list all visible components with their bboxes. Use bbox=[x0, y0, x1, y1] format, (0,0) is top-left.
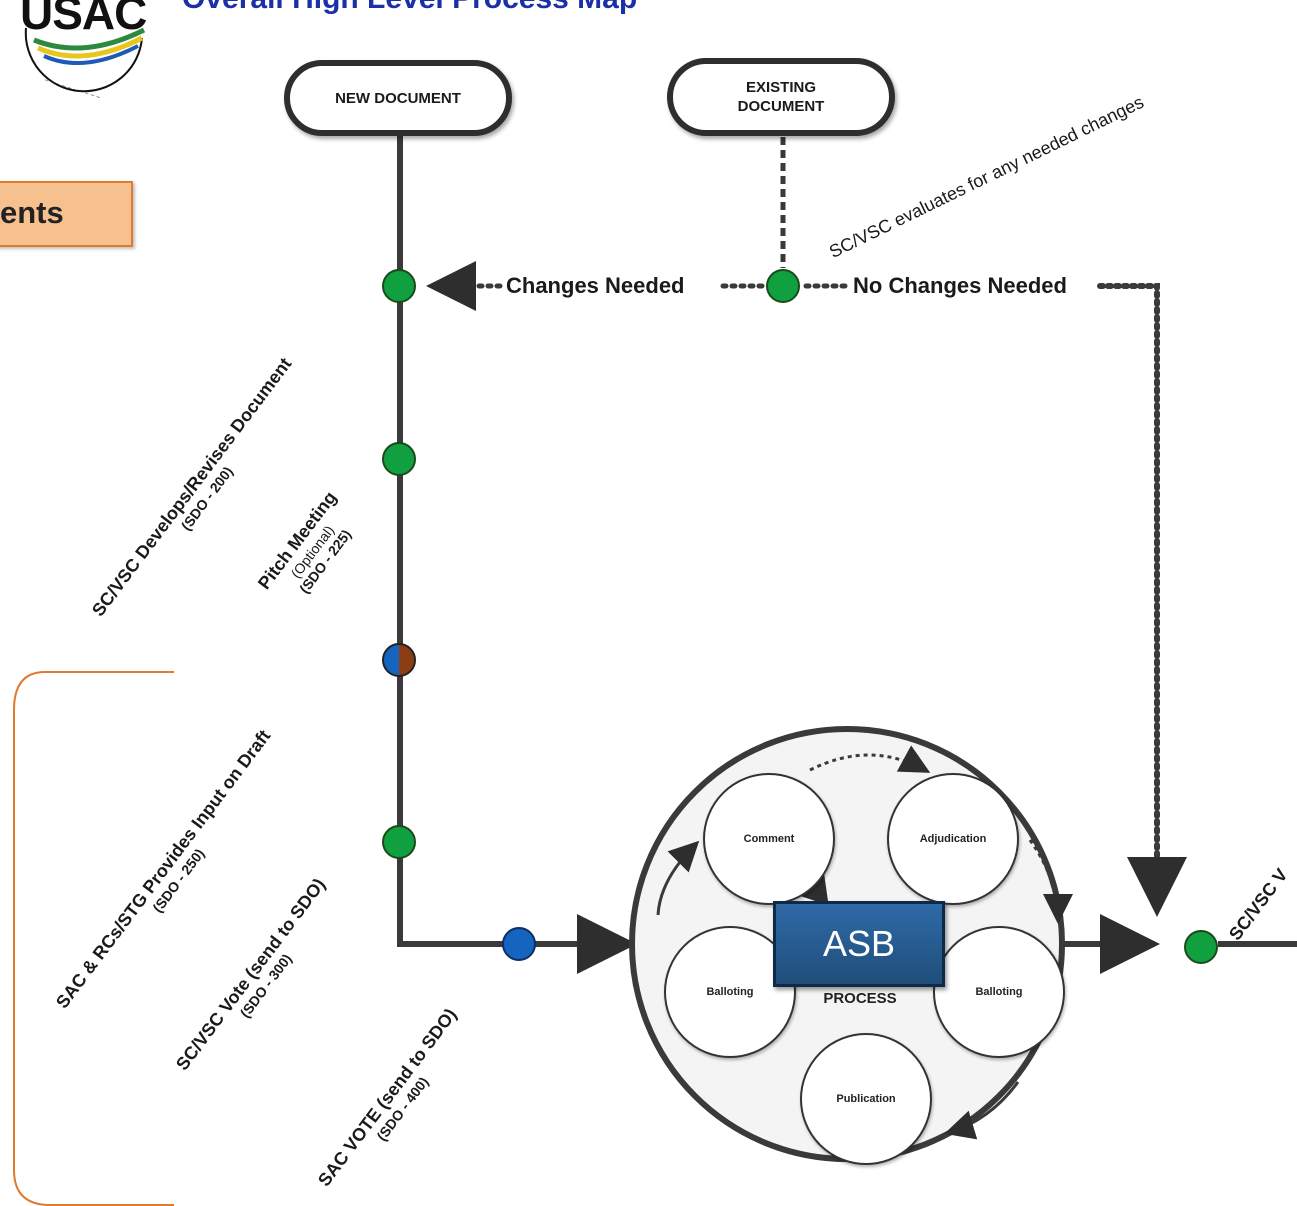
page-title: Overall High Level Process Map bbox=[182, 0, 637, 16]
pitch-meeting-node[interactable] bbox=[382, 442, 416, 476]
sc-vote-node[interactable] bbox=[382, 825, 416, 859]
logo-text: USAC bbox=[20, 0, 147, 39]
phase-comment-label: Comment bbox=[743, 833, 795, 845]
existing-document-label-2: DOCUMENT bbox=[737, 98, 825, 115]
changes-needed-label: Changes Needed bbox=[506, 273, 685, 298]
asb-badge-label: ASB bbox=[822, 923, 896, 964]
logo: ~ ~ ~ ~ ~ ~ ~ ~ ~ ~ USAC bbox=[14, 0, 164, 102]
sdo-center-label-2: PROCESS bbox=[823, 990, 897, 1007]
phase-comment[interactable]: Comment bbox=[703, 773, 835, 905]
phase-balloting-right-label: Balloting bbox=[975, 986, 1023, 998]
existing-document-node[interactable]: EXISTING DOCUMENT bbox=[667, 58, 895, 136]
post-sdo-node[interactable] bbox=[1184, 930, 1218, 964]
phase-adjudication-label: Adjudication bbox=[919, 833, 987, 845]
section-tab-label: ents bbox=[0, 195, 64, 230]
new-document-label: NEW DOCUMENT bbox=[335, 89, 461, 107]
no-changes-needed-label: No Changes Needed bbox=[853, 273, 1067, 298]
changes-junction-node[interactable] bbox=[382, 269, 416, 303]
section-tab[interactable]: ents bbox=[0, 181, 133, 247]
sac-vote-node[interactable] bbox=[502, 927, 536, 961]
bracket bbox=[13, 671, 174, 1206]
logo-emblem: ~ ~ ~ ~ ~ ~ ~ ~ ~ ~ bbox=[24, 27, 146, 102]
existing-document-label-1: EXISTING bbox=[745, 79, 816, 96]
phase-publication-label: Publication bbox=[836, 1093, 896, 1105]
input-node[interactable] bbox=[382, 643, 416, 677]
phase-publication[interactable]: Publication bbox=[800, 1033, 932, 1165]
asb-badge[interactable]: ASB bbox=[773, 901, 945, 987]
phase-balloting-left-label: Balloting bbox=[706, 986, 754, 998]
new-document-node[interactable]: NEW DOCUMENT bbox=[284, 60, 512, 136]
evaluate-node[interactable] bbox=[766, 269, 800, 303]
phase-adjudication[interactable]: Adjudication bbox=[887, 773, 1019, 905]
phase-balloting-right[interactable]: Balloting bbox=[933, 926, 1065, 1058]
